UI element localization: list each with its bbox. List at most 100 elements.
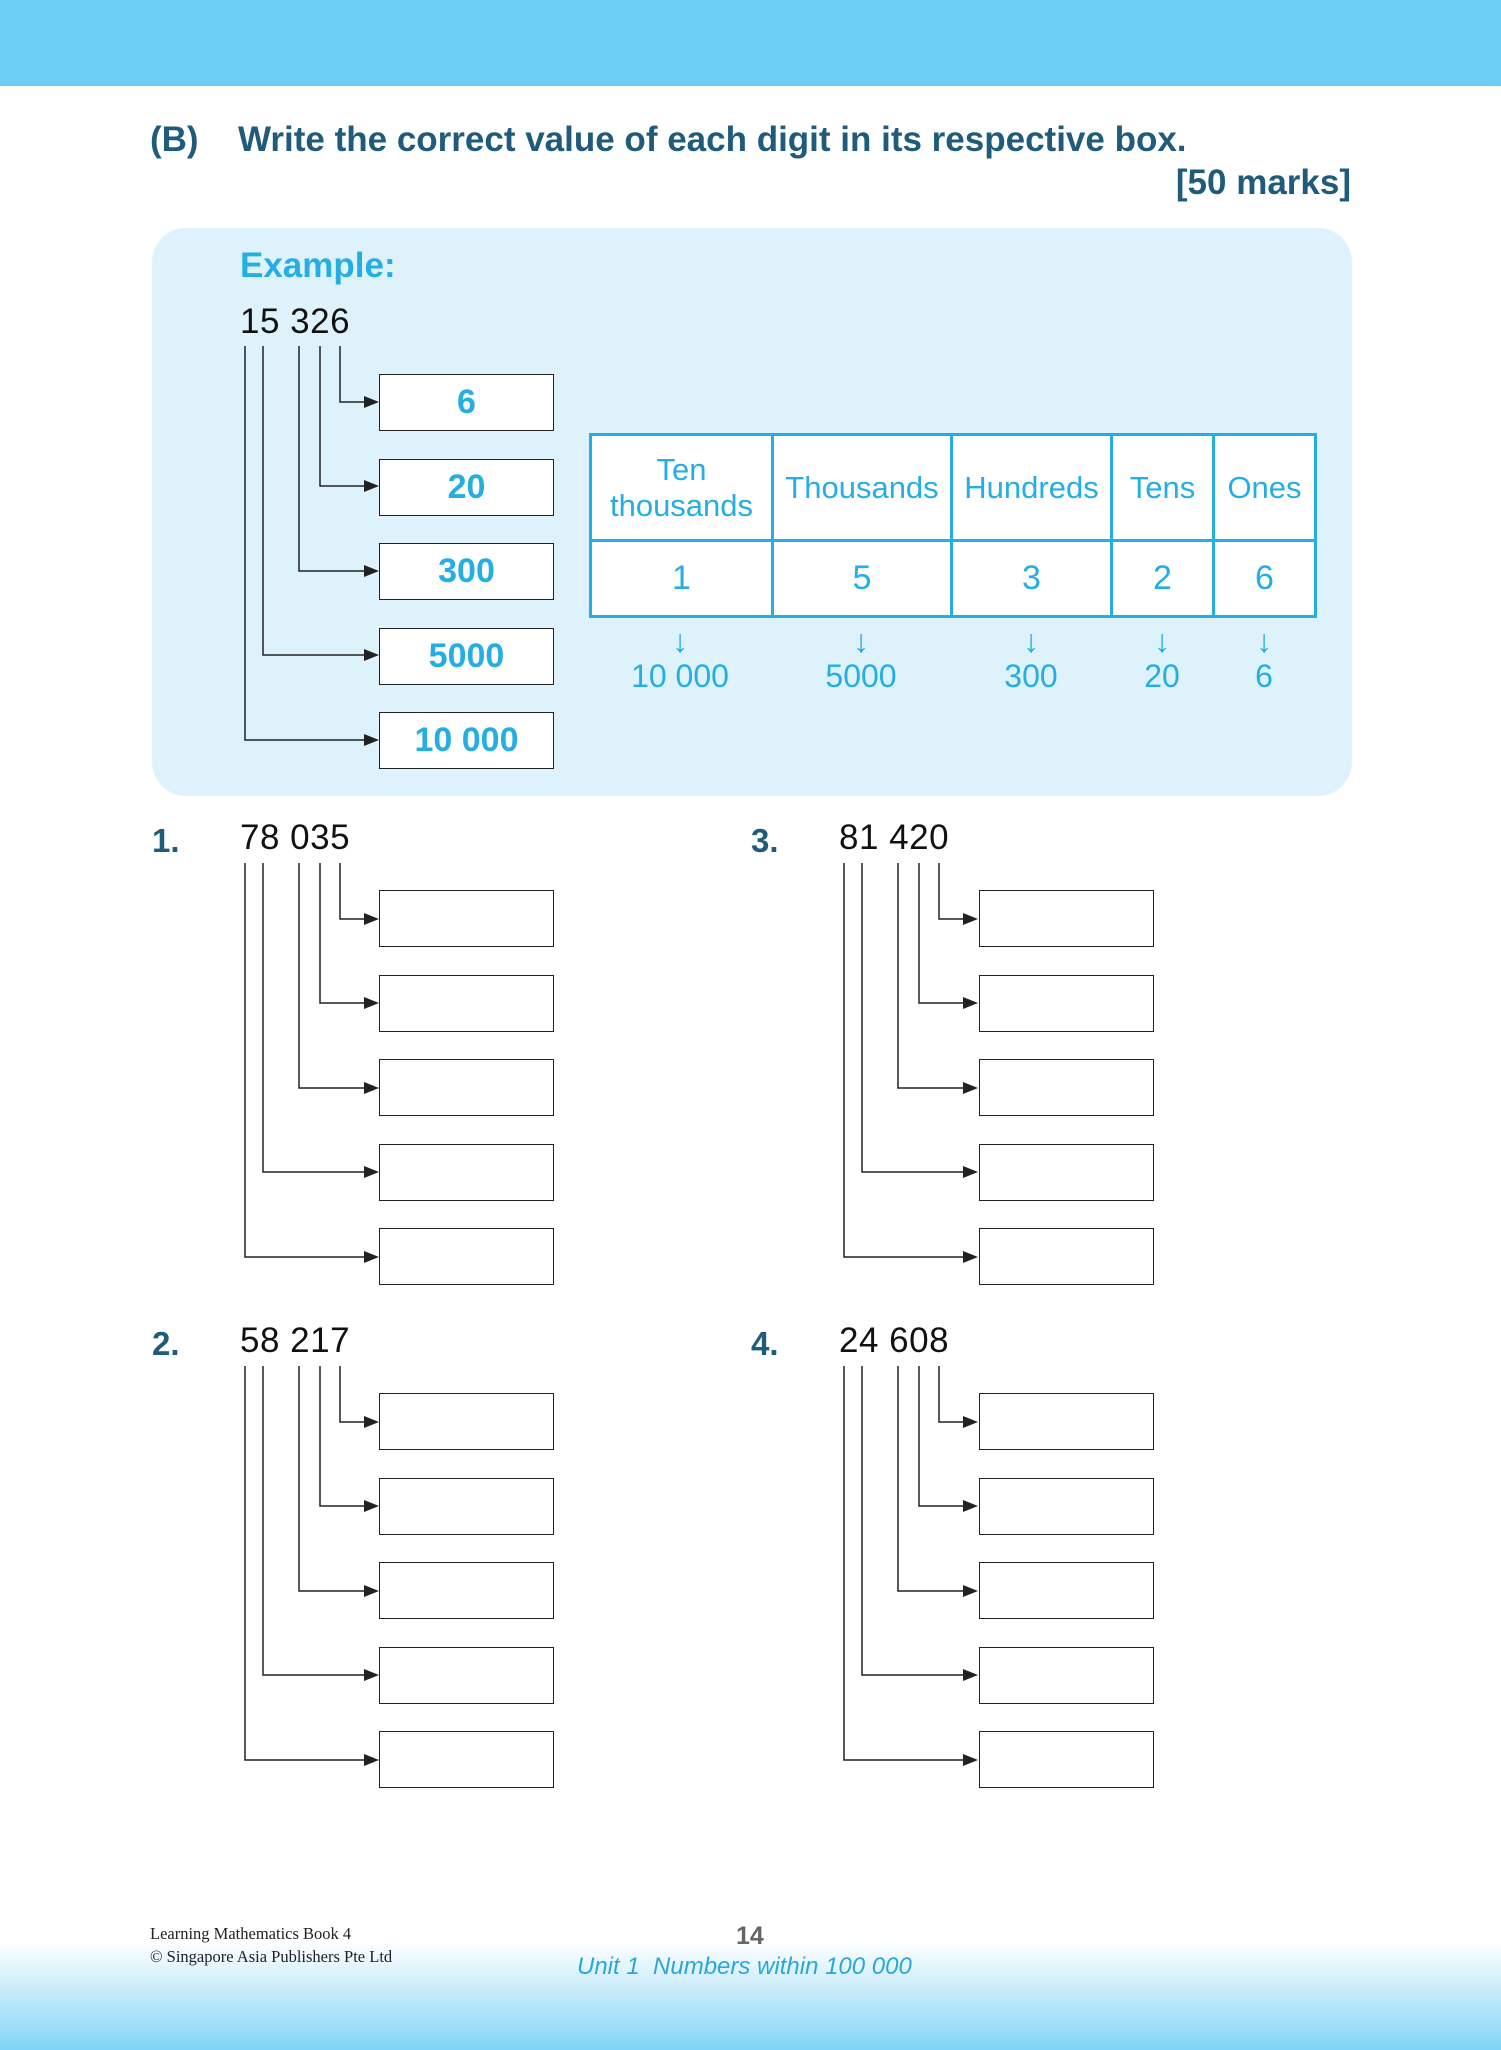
book-title: Learning Mathematics Book 4 xyxy=(150,1924,352,1943)
arrowhead-icon xyxy=(364,1082,379,1094)
question-3-answer-thousands[interactable] xyxy=(979,1144,1154,1201)
connector-line xyxy=(339,346,367,403)
digit-ones: 6 xyxy=(1212,539,1317,618)
connector-line xyxy=(918,863,966,1004)
question-1-answer-ones[interactable] xyxy=(379,890,554,947)
arrowhead-icon xyxy=(364,1251,379,1263)
question-2-answer-ten-thousands[interactable] xyxy=(379,1731,554,1788)
value-thousands: ↓ 5000 xyxy=(796,623,926,694)
connector-line xyxy=(339,863,367,920)
arrowhead-icon xyxy=(364,913,379,925)
question-4-answer-ones[interactable] xyxy=(979,1393,1154,1450)
arrowhead-icon xyxy=(364,1166,379,1178)
arrowhead-icon xyxy=(963,1251,978,1263)
down-arrow-icon: ↓ xyxy=(672,623,688,659)
arrowhead-icon xyxy=(364,997,379,1009)
connector-line xyxy=(938,863,966,920)
value-tens: ↓ 20 xyxy=(1097,623,1227,694)
question-3-answer-tens[interactable] xyxy=(979,975,1154,1032)
arrowhead-icon xyxy=(364,734,379,746)
arrowhead-icon xyxy=(963,1500,978,1512)
connector-line xyxy=(244,863,367,1258)
arrowhead-icon xyxy=(963,913,978,925)
question-4-answer-thousands[interactable] xyxy=(979,1647,1154,1704)
example-answer-hundreds: 300 xyxy=(379,543,554,600)
connector-line xyxy=(861,863,966,1173)
place-value-table: Ten thousands Thousands Hundreds Tens On… xyxy=(589,433,1317,618)
connector-line xyxy=(262,346,367,656)
connector-line xyxy=(339,1366,367,1423)
down-arrow-icon: ↓ xyxy=(1023,623,1039,659)
value-hundreds: ↓ 300 xyxy=(966,623,1096,694)
question-4-answer-tens[interactable] xyxy=(979,1478,1154,1535)
arrowhead-icon xyxy=(963,1166,978,1178)
example-number: 15 326 xyxy=(240,302,351,341)
question-1-label: 1. xyxy=(152,822,180,859)
bottom-band xyxy=(0,1942,1501,2050)
arrowhead-icon xyxy=(364,649,379,661)
digit-thousands: 5 xyxy=(771,539,953,618)
header-tens: Tens xyxy=(1110,433,1215,542)
example-label: Example: xyxy=(240,246,396,285)
value-ten-thousands: ↓ 10 000 xyxy=(615,623,745,694)
down-arrow-icon: ↓ xyxy=(1154,623,1170,659)
section-label: (B) xyxy=(150,120,199,159)
digit-hundreds: 3 xyxy=(950,539,1113,618)
question-1-number: 78 035 xyxy=(240,818,351,857)
question-1-answer-tens[interactable] xyxy=(379,975,554,1032)
connector-line xyxy=(298,346,367,572)
down-arrow-icon: ↓ xyxy=(853,623,869,659)
arrowhead-icon xyxy=(364,480,379,492)
question-3-label: 3. xyxy=(751,822,779,859)
connector-line xyxy=(244,1366,367,1761)
connector-line xyxy=(319,863,367,1004)
question-2-answer-ones[interactable] xyxy=(379,1393,554,1450)
connector-line xyxy=(897,1366,966,1592)
question-1-answer-thousands[interactable] xyxy=(379,1144,554,1201)
arrowhead-icon xyxy=(963,1754,978,1766)
page-number: 14 xyxy=(736,1922,764,1950)
question-2-answer-tens[interactable] xyxy=(379,1478,554,1535)
example-answer-ten-thousands: 10 000 xyxy=(379,712,554,769)
header-hundreds: Hundreds xyxy=(950,433,1113,542)
arrowhead-icon xyxy=(963,1585,978,1597)
arrowhead-icon xyxy=(364,1669,379,1681)
question-1-answer-hundreds[interactable] xyxy=(379,1059,554,1116)
unit-title: Unit 1 Numbers within 100 000 xyxy=(577,1953,912,1980)
connector-line xyxy=(938,1366,966,1423)
connector-line xyxy=(298,1366,367,1592)
connector-line xyxy=(918,1366,966,1507)
question-3-answer-ten-thousands[interactable] xyxy=(979,1228,1154,1285)
example-answer-thousands: 5000 xyxy=(379,628,554,685)
header-ten-thousands: Ten thousands xyxy=(589,433,774,542)
question-4-answer-ten-thousands[interactable] xyxy=(979,1731,1154,1788)
connector-line xyxy=(319,346,367,487)
arrowhead-icon xyxy=(963,997,978,1009)
question-2-number: 58 217 xyxy=(240,1321,351,1360)
connector-line xyxy=(897,863,966,1089)
question-2-answer-thousands[interactable] xyxy=(379,1647,554,1704)
arrowhead-icon xyxy=(364,565,379,577)
connector-line xyxy=(843,863,966,1258)
question-3-answer-ones[interactable] xyxy=(979,890,1154,947)
question-1-answer-ten-thousands[interactable] xyxy=(379,1228,554,1285)
publisher-copyright: © Singapore Asia Publishers Pte Ltd xyxy=(150,1947,393,1966)
arrowhead-icon xyxy=(963,1669,978,1681)
question-3-answer-hundreds[interactable] xyxy=(979,1059,1154,1116)
header-ones: Ones xyxy=(1212,433,1317,542)
example-answer-tens: 20 xyxy=(379,459,554,516)
arrowhead-icon xyxy=(364,1416,379,1428)
arrowhead-icon xyxy=(364,396,379,408)
example-answer-ones: 6 xyxy=(379,374,554,431)
arrowhead-icon xyxy=(963,1416,978,1428)
question-2-answer-hundreds[interactable] xyxy=(379,1562,554,1619)
connector-line xyxy=(244,346,367,741)
instruction-text: Write the correct value of each digit in… xyxy=(238,120,1187,159)
question-4-answer-hundreds[interactable] xyxy=(979,1562,1154,1619)
top-banner xyxy=(0,0,1501,86)
connector-line xyxy=(843,1366,966,1761)
